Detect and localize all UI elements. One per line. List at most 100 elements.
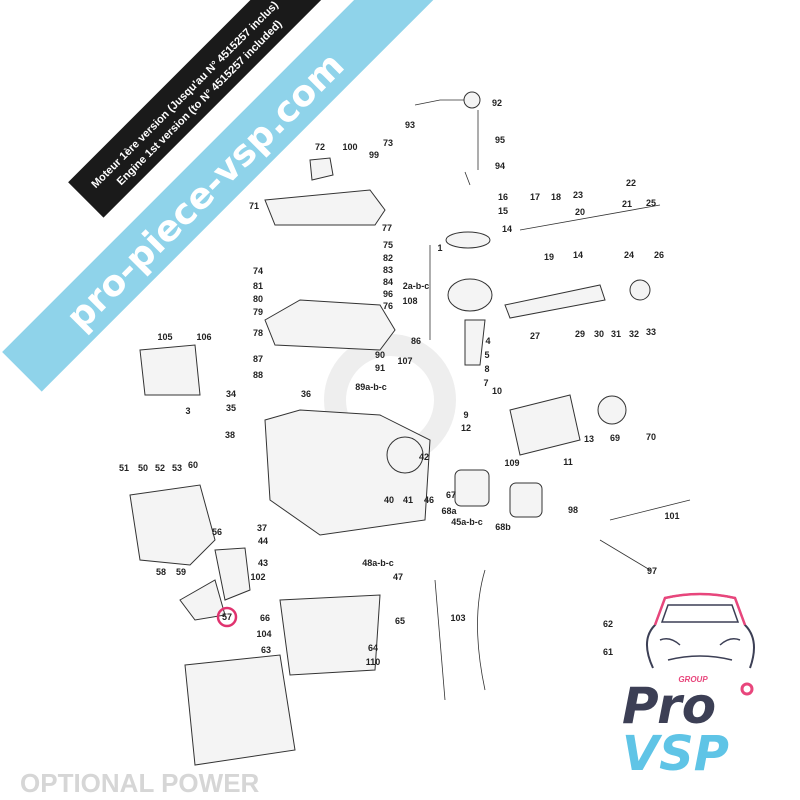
part-label-69: 69 bbox=[610, 433, 620, 443]
part-label-72: 72 bbox=[315, 142, 325, 152]
part-label-17: 17 bbox=[530, 192, 540, 202]
part-label-36: 36 bbox=[301, 389, 311, 399]
part-label-41: 41 bbox=[403, 495, 413, 505]
part-label-22: 22 bbox=[626, 178, 636, 188]
piston bbox=[447, 278, 493, 312]
part-label-99: 99 bbox=[369, 150, 379, 160]
connecting-rod bbox=[464, 319, 486, 366]
part-label-3: 3 bbox=[185, 406, 190, 416]
gasket-kit-110 bbox=[184, 654, 296, 766]
part-label-110: 110 bbox=[366, 657, 381, 667]
oil-pump bbox=[129, 484, 216, 566]
part-label-75: 75 bbox=[383, 240, 393, 250]
part-label-59: 59 bbox=[176, 567, 186, 577]
part-label-12: 12 bbox=[461, 423, 471, 433]
part-label-9: 9 bbox=[463, 410, 468, 420]
logo-vsp-text: VSP bbox=[622, 726, 729, 782]
part-label-19: 19 bbox=[544, 252, 554, 262]
logo-group-text: GROUP bbox=[678, 675, 708, 684]
part-label-64: 64 bbox=[368, 643, 378, 653]
part-label-50: 50 bbox=[138, 463, 148, 473]
part-label-108: 108 bbox=[402, 296, 417, 306]
part-label-104: 104 bbox=[256, 629, 271, 639]
part-label-80: 80 bbox=[253, 294, 263, 304]
part-label-101: 101 bbox=[664, 511, 679, 521]
part-label-25: 25 bbox=[646, 198, 656, 208]
part-label-10: 10 bbox=[492, 386, 502, 396]
part-label-63: 63 bbox=[261, 645, 271, 655]
part-label-98: 98 bbox=[568, 505, 578, 515]
part-label-77: 77 bbox=[382, 223, 392, 233]
part-label-5: 5 bbox=[484, 350, 489, 360]
part-label-47: 47 bbox=[393, 572, 403, 582]
part-label-79: 79 bbox=[253, 307, 263, 317]
part-label-51: 51 bbox=[119, 463, 129, 473]
part-label-74: 74 bbox=[253, 266, 263, 276]
part-label-56: 56 bbox=[212, 527, 222, 537]
part-label-106: 106 bbox=[196, 332, 211, 342]
part-label-57: 57 bbox=[222, 612, 232, 622]
part-label-42: 42 bbox=[419, 452, 429, 462]
part-label-61: 61 bbox=[603, 647, 613, 657]
part-label-96: 96 bbox=[383, 289, 393, 299]
cylinder-head bbox=[264, 299, 396, 351]
part-label-88: 88 bbox=[253, 370, 263, 380]
part-label-27: 27 bbox=[530, 331, 540, 341]
camshaft bbox=[504, 284, 606, 319]
part-label-109: 109 bbox=[504, 458, 519, 468]
part-label-38: 38 bbox=[225, 430, 235, 440]
part-105 bbox=[139, 344, 201, 396]
part-label-107: 107 bbox=[397, 356, 412, 366]
part-label-91: 91 bbox=[375, 363, 385, 373]
part-label-67: 67 bbox=[446, 490, 456, 500]
part-label-32: 32 bbox=[629, 329, 639, 339]
part-label-95: 95 bbox=[495, 135, 505, 145]
provsp-logo: GROUP Pro VSP bbox=[622, 592, 755, 782]
part-label-7: 7 bbox=[483, 378, 488, 388]
part-label-82: 82 bbox=[383, 253, 393, 263]
part-label-43: 43 bbox=[258, 558, 268, 568]
part-label-70: 70 bbox=[646, 432, 656, 442]
part-label-18: 18 bbox=[551, 192, 561, 202]
part-label-13: 13 bbox=[584, 434, 594, 444]
part-label-100: 100 bbox=[342, 142, 357, 152]
part-label-84: 84 bbox=[383, 277, 393, 287]
linkage bbox=[414, 99, 479, 186]
part-label-73: 73 bbox=[383, 138, 393, 148]
part-label-94: 94 bbox=[495, 161, 505, 171]
part-label-102: 102 bbox=[250, 572, 265, 582]
part-72 bbox=[309, 157, 334, 181]
part-drawings bbox=[129, 91, 691, 766]
logo-pro-text: Pro bbox=[622, 677, 716, 735]
part-label-86: 86 bbox=[411, 336, 421, 346]
part-label-4: 4 bbox=[485, 336, 490, 346]
part-label-58: 58 bbox=[156, 567, 166, 577]
part-label-71: 71 bbox=[249, 201, 259, 211]
part-label-97: 97 bbox=[647, 566, 657, 576]
part-label-20: 20 bbox=[575, 207, 585, 217]
bracket-102 bbox=[214, 547, 251, 601]
part-label-1: 1 bbox=[437, 243, 442, 253]
part-label-66: 66 bbox=[260, 613, 270, 623]
part-label-29: 29 bbox=[575, 329, 585, 339]
oil-filter-68b bbox=[509, 482, 543, 518]
part-label-89a-b-c: 89a-b-c bbox=[355, 382, 387, 392]
highlight-ring bbox=[216, 606, 238, 628]
part-label-93: 93 bbox=[405, 120, 415, 130]
part-label-24: 24 bbox=[624, 250, 634, 260]
part-label-44: 44 bbox=[258, 536, 268, 546]
faint-watermark-text: OPTIONAL POWER bbox=[20, 768, 260, 798]
part-label-37: 37 bbox=[257, 523, 267, 533]
part-label-8: 8 bbox=[484, 364, 489, 374]
part-label-40: 40 bbox=[384, 495, 394, 505]
part-label-60: 60 bbox=[188, 460, 198, 470]
part-label-11: 11 bbox=[563, 457, 573, 467]
part-label-81: 81 bbox=[253, 281, 263, 291]
part-label-90: 90 bbox=[375, 350, 385, 360]
tube-65 bbox=[477, 569, 486, 691]
dipstick-66 bbox=[434, 579, 446, 701]
part-label-31: 31 bbox=[611, 329, 621, 339]
